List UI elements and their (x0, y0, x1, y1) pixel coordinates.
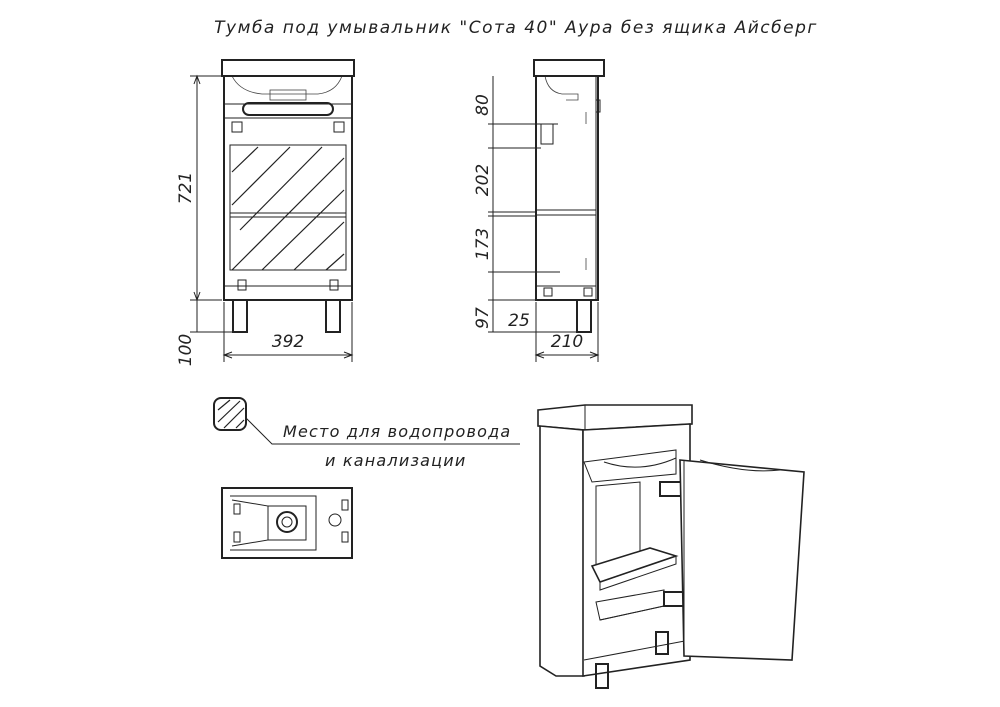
front-body (223, 75, 353, 301)
front-countertop (221, 59, 355, 77)
top-drain (276, 511, 298, 533)
front-hinge-left (231, 121, 243, 133)
iso-door (679, 459, 805, 661)
dim-100: 100 (176, 334, 196, 366)
top-basin-outline (230, 495, 317, 551)
dim-392: 392 (272, 332, 304, 352)
iso-interior (582, 423, 691, 677)
front-leg-right (325, 299, 341, 333)
plumbing-legend: Место для водопровода и канализации (213, 397, 520, 470)
legend-line-1: Место для водопровода (283, 422, 511, 441)
side-countertop (533, 59, 605, 77)
front-inner-panel (229, 144, 347, 271)
front-handle (242, 102, 334, 116)
top-view (221, 487, 353, 559)
top-outline (221, 487, 353, 559)
iso-leg-front (595, 663, 609, 689)
dim-25: 25 (508, 311, 530, 331)
side-leg (576, 299, 592, 333)
front-leg-left (232, 299, 248, 333)
legend-line-2: и канализации (325, 451, 466, 470)
dim-173: 173 (473, 228, 493, 260)
front-hatch-area (231, 146, 345, 271)
isometric-view (537, 404, 805, 689)
iso-leg-back (655, 631, 669, 655)
hatched-square-icon (213, 397, 247, 431)
side-siphon (544, 75, 579, 101)
dim-721: 721 (176, 172, 196, 204)
drawing-title: Тумба под умывальник "Сота 40" Аура без … (214, 18, 818, 38)
legend-leader-line (245, 417, 520, 445)
dim-210: 210 (551, 332, 583, 352)
front-hinge-right (333, 121, 345, 133)
iso-side-panel (539, 425, 585, 677)
front-siphon (269, 89, 307, 101)
dim-202: 202 (473, 164, 493, 196)
side-view: 80 202 173 97 25 210 (473, 59, 605, 362)
dim-80: 80 (473, 94, 493, 116)
dim-97: 97 (473, 307, 493, 329)
front-view: 721 100 392 (176, 59, 355, 366)
side-body (535, 75, 599, 301)
side-hinge-bracket (540, 123, 554, 145)
top-faucet-hole (328, 513, 342, 527)
front-basin-curve (231, 75, 343, 95)
